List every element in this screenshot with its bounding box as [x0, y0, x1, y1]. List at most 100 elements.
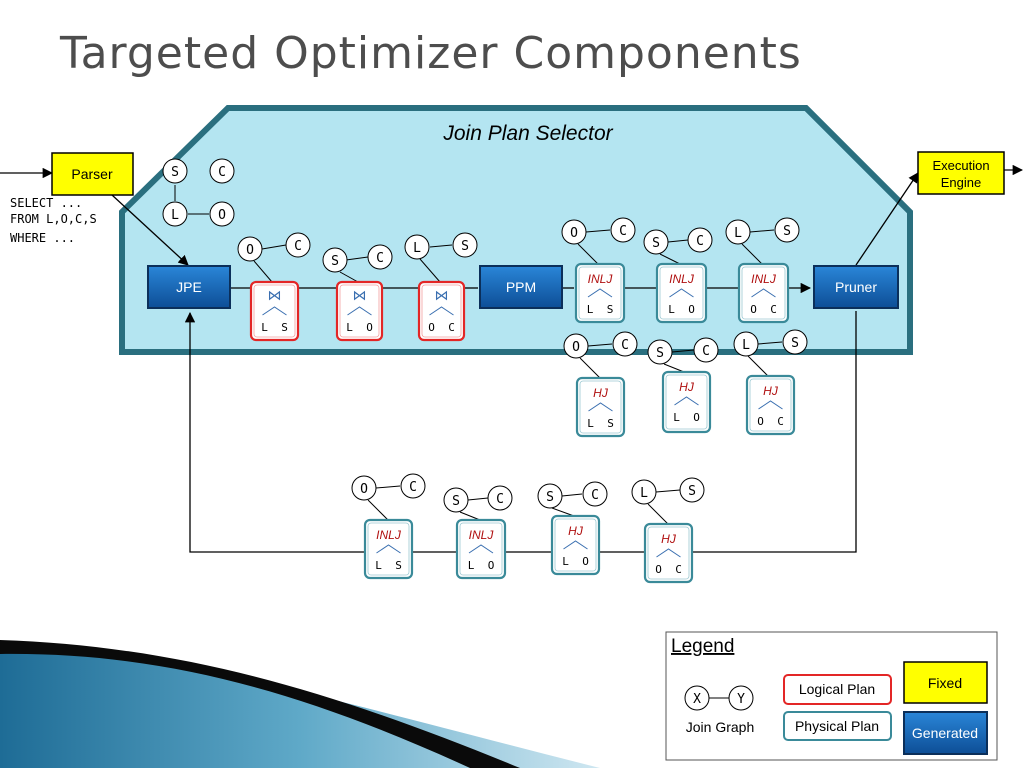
operator-label: INLJ — [376, 528, 402, 542]
legend-node-x — [684, 685, 710, 711]
graph-node-c: C — [582, 481, 608, 507]
plan-right-relation: O — [688, 303, 695, 316]
graph-node-c: C — [285, 232, 311, 258]
graph-node-s: S — [443, 487, 469, 513]
graph-node-s: S — [643, 229, 669, 255]
ppm-box: PPM — [479, 265, 563, 309]
legend-physical-plan-label: Physical Plan — [795, 718, 879, 734]
join-operator-icon: ⋈ — [353, 288, 367, 304]
plan-right-relation: C — [777, 415, 784, 428]
plan-right-relation: O — [488, 559, 495, 572]
sql-query: SELECT ... FROM L,O,C,S WHERE ... — [10, 196, 97, 245]
join-plan-selector-region — [119, 105, 913, 355]
operator-label: INLJ — [669, 272, 695, 286]
graph-node-l: L — [725, 219, 751, 245]
plan-left-relation: L — [587, 303, 594, 316]
graph-node-label: C — [591, 488, 599, 503]
plan-right-relation: S — [607, 303, 614, 316]
legend-logical-plan-label: Logical Plan — [799, 681, 875, 697]
join-graph-node-s: S — [162, 158, 188, 184]
graph-node-label: S — [656, 346, 664, 361]
graph-node-c: C — [687, 227, 713, 253]
graph-node-label: C — [376, 251, 384, 266]
legend-fixed-box — [903, 661, 988, 704]
region-label: Join Plan Selector — [442, 122, 613, 145]
graph-node-label: S — [452, 494, 460, 509]
legend: Legend X Y Join Graph Logical Plan Physi… — [665, 631, 998, 761]
graph-node-label: C — [496, 492, 504, 507]
graph-node-label: C — [702, 344, 710, 359]
legend-y-label: Y — [737, 692, 745, 707]
jpe-box: JPE — [147, 265, 231, 309]
corner-decoration — [0, 640, 600, 768]
plan-left-relation: L — [468, 559, 475, 572]
plan-right-relation: S — [607, 417, 614, 430]
graph-node-label: C — [294, 239, 302, 254]
graph-node-s: S — [782, 329, 808, 355]
graph-node-label: L — [171, 208, 179, 223]
graph-node-label: S — [783, 224, 791, 239]
graph-node-c: C — [400, 473, 426, 499]
operator-label: INLJ — [469, 528, 495, 542]
join-operator-icon: ⋈ — [435, 288, 449, 304]
graph-node-l: L — [631, 479, 657, 505]
parser-label: Parser — [71, 166, 113, 182]
operator-label: INLJ — [751, 272, 777, 286]
graph-node-l: L — [733, 331, 759, 357]
plan-left-relation: L — [375, 559, 382, 572]
legend-fixed-label: Fixed — [928, 675, 962, 691]
plan-right-relation: C — [448, 321, 455, 334]
plan-left-relation: L — [562, 555, 569, 568]
exec-label-line1: Execution — [932, 158, 989, 173]
graph-node-c: C — [367, 244, 393, 270]
svg-text:FROM L,O,C,S: FROM L,O,C,S — [10, 212, 97, 226]
graph-node-label: S — [546, 490, 554, 505]
graph-node-o: O — [561, 219, 587, 245]
graph-node-label: O — [360, 482, 368, 497]
graph-node-label: C — [218, 165, 226, 180]
graph-node-label: O — [218, 208, 226, 223]
legend-logical-plan-box — [783, 674, 892, 705]
operator-label: HJ — [661, 532, 677, 546]
plan-left-relation: L — [673, 411, 680, 424]
graph-node-c: C — [610, 217, 636, 243]
graph-node-o: O — [563, 333, 589, 359]
plan-left-relation: O — [655, 563, 662, 576]
plan-right-relation: O — [582, 555, 589, 568]
operator-label: HJ — [763, 384, 779, 398]
graph-node-l: L — [404, 234, 430, 260]
graph-node-s: S — [537, 483, 563, 509]
parser-box: Parser — [51, 152, 134, 196]
plan-left-relation: L — [668, 303, 675, 316]
graph-node-label: L — [734, 226, 742, 241]
join-graph-node-o: O — [209, 201, 235, 227]
svg-text:WHERE ...: WHERE ... — [10, 231, 75, 245]
graph-node-label: S — [331, 254, 339, 269]
graph-node-s: S — [774, 217, 800, 243]
graph-node-s: S — [322, 247, 348, 273]
page-title: Targeted Optimizer Components — [60, 28, 802, 79]
graph-node-label: S — [791, 336, 799, 351]
svg-text:SELECT ...: SELECT ... — [10, 196, 82, 210]
plan-left-relation: O — [428, 321, 435, 334]
graph-node-label: C — [621, 338, 629, 353]
graph-node-label: O — [246, 243, 254, 258]
graph-node-label: C — [696, 234, 704, 249]
plan-left-relation: O — [750, 303, 757, 316]
graph-node-label: O — [570, 226, 578, 241]
graph-node-label: L — [742, 338, 750, 353]
operator-label: INLJ — [588, 272, 614, 286]
join-graph-node-l: L — [162, 201, 188, 227]
plan-right-relation: S — [281, 321, 288, 334]
legend-title: Legend — [671, 636, 734, 657]
operator-label: HJ — [593, 386, 609, 400]
